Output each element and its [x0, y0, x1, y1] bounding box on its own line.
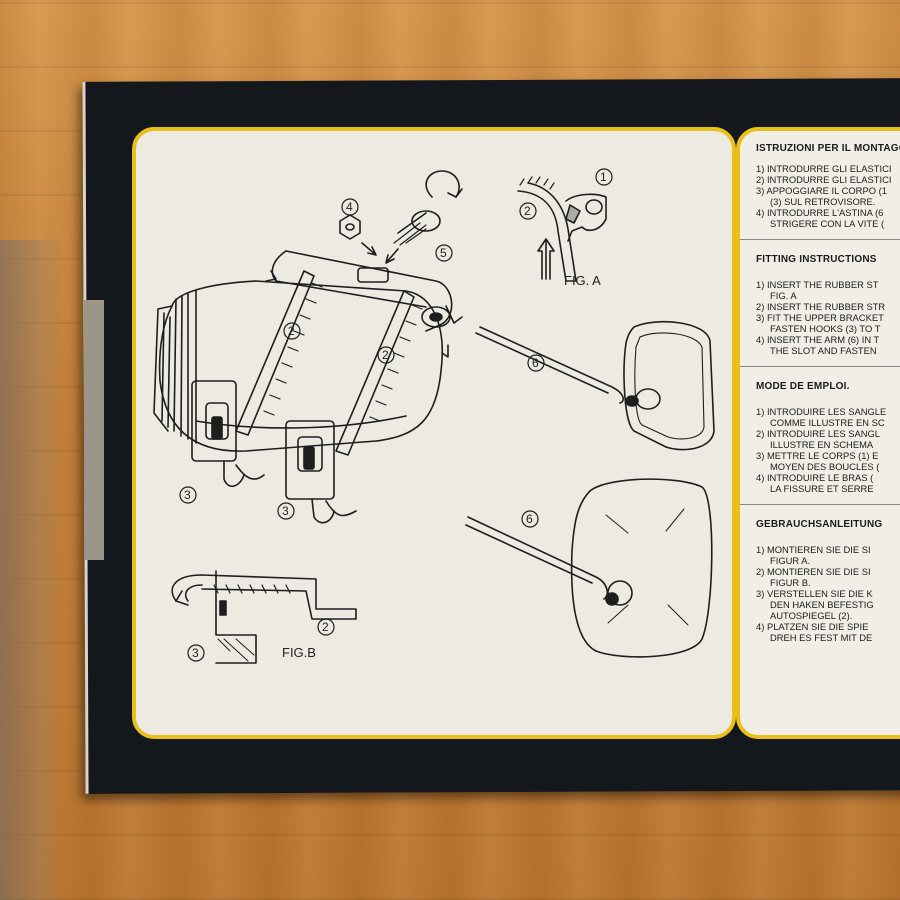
it-line-2: 2) INTRODURRE GLI ELASTICI [756, 174, 892, 185]
divider [740, 504, 900, 505]
callout-3-fig-b: 3 [192, 646, 199, 660]
fr-line-4: ILLUSTRE EN SCHEMA [770, 439, 874, 450]
callout-5: 5 [440, 246, 447, 260]
section-french: MODE DE EMPLOI. 1) INTRODUIRE LES SANGLE… [740, 381, 900, 505]
fr-line-2: COMME ILLUSTRE EN SC [770, 417, 885, 428]
it-line-6: STRIGERE CON LA VITE ( [770, 218, 885, 229]
de-line-8: 4) PLATZEN SIE DIE SPIE [756, 621, 869, 632]
instructions-panel: ISTRUZIONI PER IL MONTAGGIO 1) INTRODURR… [736, 127, 900, 739]
de-line-2: FIGUR A. [770, 555, 811, 566]
de-line-6: DEN HAKEN BEFESTIG [770, 599, 874, 610]
de-line-9: DREH ES FEST MIT DE [770, 632, 873, 643]
callout-2-fig-b: 2 [322, 620, 329, 634]
fr-line-6: MOYEN DES BOUCLES ( [770, 461, 880, 472]
callout-3-right: 3 [282, 504, 289, 518]
callout-2-strap: 2 [288, 324, 295, 338]
de-line-1: 1) MONTIEREN SIE DIE SI [756, 544, 871, 555]
section-italian: ISTRUZIONI PER IL MONTAGGIO 1) INTRODURR… [740, 143, 900, 240]
mirror-mounting-illustration: 4 5 1 2 2 2 6 6 3 3 2 3 FIG. A FIG.B [153, 168, 715, 664]
callout-circles [179, 168, 613, 662]
callout-2-strap-b: 2 [382, 348, 389, 362]
mirror-housing-drawing [153, 170, 463, 524]
en-line-7: THE SLOT AND FASTEN [770, 345, 877, 356]
it-line-4: (3) SUL RETROVISORE. [770, 196, 876, 207]
fr-line-5: 3) METTRE LE CORPS (1) E [756, 450, 879, 461]
fr-line-8: LA FISSURE ET SERRE [770, 483, 874, 494]
heading-french: MODE DE EMPLOI. [756, 381, 850, 392]
de-line-4: FIGUR B. [770, 577, 811, 588]
fr-line-3: 2) INTRODUIRE LES SANGL [756, 428, 880, 439]
callout-4: 4 [346, 200, 353, 214]
en-line-6: 4) INSERT THE ARM (6) IN T [756, 334, 880, 345]
en-line-2: FIG. A [770, 290, 797, 301]
de-line-5: 3) VERSTELLEN SIE DIE K [756, 588, 873, 599]
heading-english: FITTING INSTRUCTIONS [756, 254, 877, 265]
section-german: GEBRAUCHSANLEITUNG 1) MONTIEREN SIE DIE … [756, 519, 900, 643]
mirror-top-drawing [475, 321, 715, 451]
fr-line-7: 4) INTRODUIRE LE BRAS ( [756, 472, 874, 483]
divider [740, 239, 900, 240]
callout-3-left: 3 [184, 488, 191, 502]
en-line-3: 2) INSERT THE RUBBER STR [756, 301, 886, 312]
de-line-3: 2) MONTIEREN SIE DIE SI [756, 566, 871, 577]
en-line-1: 1) INSERT THE RUBBER ST [756, 279, 879, 290]
heading-italian: ISTRUZIONI PER IL MONTAGGIO [756, 143, 900, 154]
callout-2-fig-a: 2 [524, 204, 531, 218]
en-line-4: 3) FIT THE UPPER BRACKET [756, 312, 884, 323]
section-english: FITTING INSTRUCTIONS 1) INSERT THE RUBBE… [740, 254, 900, 367]
fr-line-1: 1) INTRODUIRE LES SANGLE [756, 406, 887, 417]
it-line-3: 3) APPOGGIARE IL CORPO (1 [756, 185, 887, 196]
divider [740, 366, 900, 367]
de-line-7: AUTOSPIEGEL (2). [770, 610, 853, 621]
illustration-panel: 4 5 1 2 2 2 6 6 3 3 2 3 FIG. A FIG.B [132, 127, 736, 739]
callout-6-top: 6 [532, 356, 539, 370]
it-line-5: 4) INTRODURRE L'ASTINA (6 [756, 207, 884, 218]
floor-shadow [0, 240, 60, 900]
it-line-1: 1) INTRODURRE GLI ELASTICI [756, 163, 892, 174]
fig-b-drawing [171, 570, 357, 664]
mirror-bottom-drawing [465, 478, 713, 658]
en-line-5: FASTEN HOOKS (3) TO T [770, 323, 881, 334]
heading-german: GEBRAUCHSANLEITUNG [756, 519, 883, 530]
fig-a-drawing [517, 176, 607, 282]
instructions-column: ISTRUZIONI PER IL MONTAGGIO 1) INTRODURR… [740, 143, 900, 645]
box-torn-edge [84, 300, 104, 560]
callout-6-bottom: 6 [526, 512, 533, 526]
fig-a-label: FIG. A [564, 273, 601, 288]
callout-1: 1 [600, 170, 607, 184]
fig-b-label: FIG.B [282, 645, 316, 660]
